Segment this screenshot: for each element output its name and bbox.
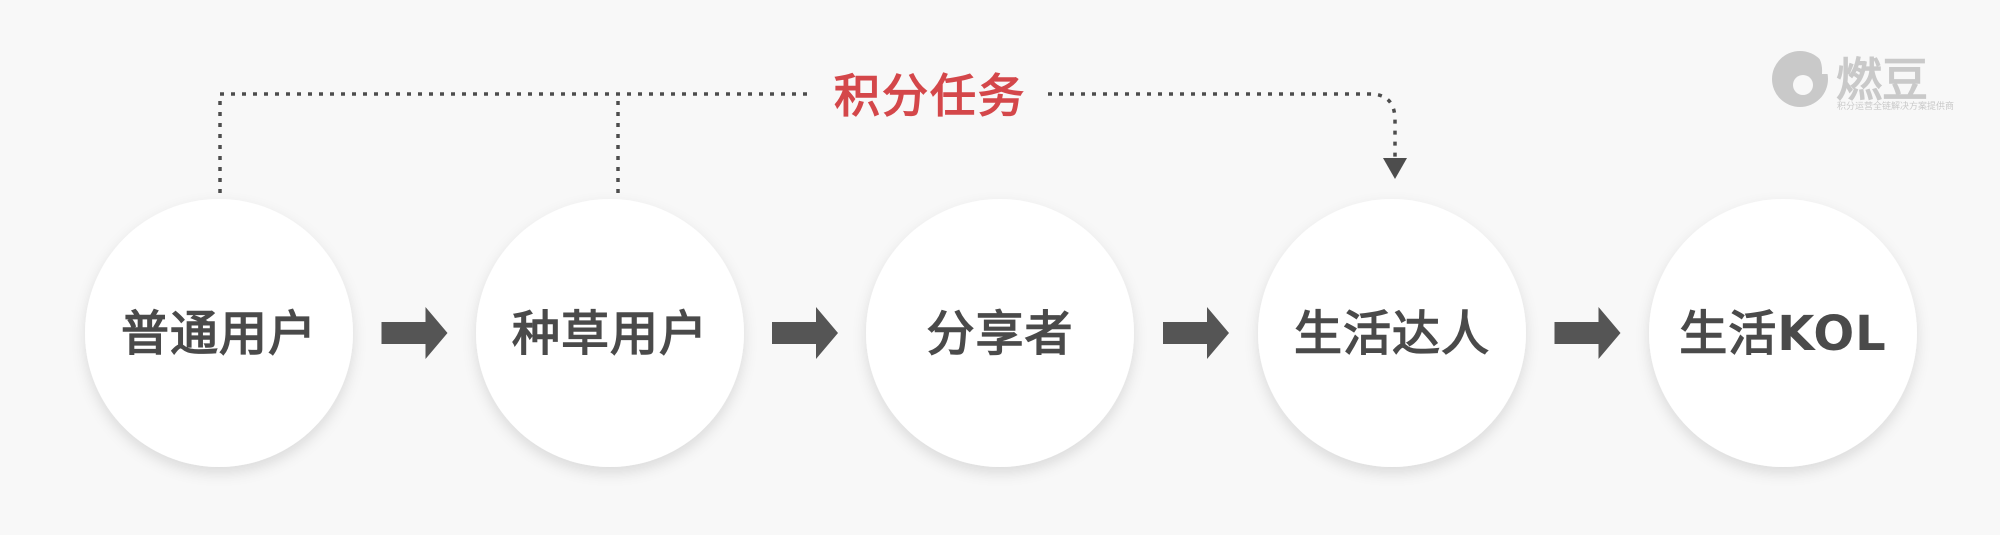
stage-life-kol: 生活KOL	[1649, 199, 1917, 467]
right-arrow-icon	[381, 307, 448, 359]
stage-circle	[866, 199, 1134, 467]
points-task-label: 积分任务	[834, 69, 1026, 123]
flow-arrows	[381, 307, 1621, 359]
stage-label: 生活达人	[1294, 306, 1490, 362]
dotted-line-to-life-expert	[1048, 92, 1397, 158]
stage-circle	[1258, 199, 1526, 467]
stage-circle	[1649, 199, 1917, 467]
points-task-connector: 积分任务	[218, 69, 1407, 193]
right-arrow-icon	[1163, 307, 1229, 359]
stage-label: 分享者	[926, 306, 1073, 362]
stage-circle	[85, 199, 353, 467]
stage-regular-user: 普通用户	[85, 199, 353, 467]
brand-tagline: 积分运营全链解决方案提供商	[1837, 100, 1954, 112]
stage-sharer: 分享者	[866, 199, 1134, 467]
stage-label: 普通用户	[121, 306, 317, 362]
stage-seeding-user: 种草用户	[476, 199, 744, 467]
dotted-line-from-regular-user	[218, 92, 812, 193]
stage-circle	[476, 199, 744, 467]
right-arrow-icon	[772, 307, 838, 359]
stage-label: 种草用户	[512, 306, 708, 362]
stage-life-expert: 生活达人	[1258, 199, 1526, 467]
stage-label: 生活KOL	[1679, 306, 1886, 362]
dotted-arrow-head-icon	[1383, 158, 1407, 179]
stage-circles: 普通用户 种草用户 分享者 生活达人 生活KOL	[85, 199, 1917, 467]
flame-logo-icon	[1772, 49, 1831, 107]
brand-name: 燃豆	[1836, 53, 1928, 107]
brand-logo: 燃豆 积分运营全链解决方案提供商	[1772, 49, 1954, 112]
right-arrow-icon	[1554, 307, 1621, 359]
